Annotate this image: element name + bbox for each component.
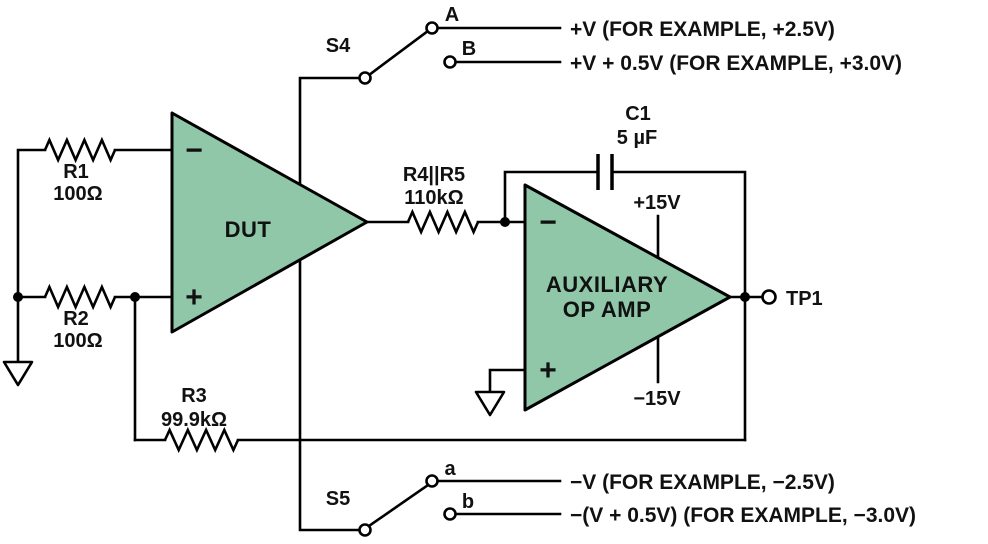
dut-noninverting-sign: +	[185, 281, 203, 314]
s4-blade	[367, 29, 430, 77]
s4-pole-terminal	[358, 71, 372, 85]
resistor-r4r5	[406, 208, 480, 236]
r3-name-label: R3	[181, 385, 207, 407]
resistor-r1	[43, 136, 117, 164]
junction-dot	[500, 217, 510, 227]
s4-label: S4	[326, 35, 351, 57]
tp1-terminal	[761, 289, 777, 305]
junction-dot	[13, 292, 23, 302]
s5-blade	[367, 483, 430, 528]
r3-value-label: 99.9kΩ	[161, 409, 227, 431]
s5-contact-b-terminal	[443, 507, 457, 521]
s5-contact-a-terminal	[425, 474, 439, 488]
rail-negative-a-text: −V (FOR EXAMPLE, −2.5V)	[570, 471, 835, 494]
rail-negative-b-text: −(V + 0.5V) (FOR EXAMPLE, −3.0V)	[570, 504, 916, 527]
c1-name-label: C1	[625, 103, 651, 125]
s4-contact-b-label: B	[462, 38, 476, 60]
aux-label-line2: OP AMP	[563, 297, 652, 322]
s5-supply-feed-wire	[298, 256, 361, 532]
rail-positive-a-text: +V (FOR EXAMPLE, +2.5V)	[570, 18, 835, 41]
c1-feedback-loop-wire	[503, 170, 747, 442]
s4-contact-b-terminal	[443, 55, 457, 69]
tp1-label: TP1	[786, 288, 823, 310]
capacitor-c1-plates	[596, 154, 614, 190]
resistor-r2	[43, 283, 117, 311]
r4r5-value-label: 110kΩ	[404, 187, 463, 209]
r1-name-label: R1	[63, 161, 89, 183]
junction-dot	[740, 292, 750, 302]
aux-inverting-sign: −	[539, 206, 557, 239]
aux-opamp-body	[523, 183, 732, 412]
s5-contact-a-label: a	[444, 458, 456, 480]
s4-contact-a-label: A	[445, 4, 459, 26]
aux-ground-icon	[474, 390, 506, 417]
dut-opamp-body	[170, 111, 369, 334]
r1-value-label: 100Ω	[53, 183, 102, 205]
dut-label: DUT	[225, 217, 272, 242]
rail-wires	[436, 26, 562, 516]
r2-value-label: 100Ω	[53, 330, 102, 352]
input-network-wires	[16, 148, 174, 442]
aux-negative-supply-label: −15V	[633, 388, 681, 410]
dut-inverting-sign: −	[185, 134, 203, 167]
r4r5-name-label: R4||R5	[403, 164, 465, 186]
aux-positive-supply-label: +15V	[633, 192, 681, 214]
junction-dot	[130, 292, 140, 302]
aux-ground-wire	[488, 368, 527, 394]
s4-supply-feed-wire	[298, 76, 361, 188]
input-ground-icon	[2, 360, 34, 387]
r2-name-label: R2	[63, 308, 89, 330]
resistor-r3	[163, 426, 240, 454]
c1-value-label: 5 µF	[617, 127, 657, 149]
aux-label-line1: AUXILIARY	[546, 272, 668, 297]
s5-pole-terminal	[358, 523, 372, 537]
s5-label: S5	[326, 488, 350, 510]
s5-contact-b-label: b	[462, 491, 474, 513]
aux-noninverting-sign: +	[539, 354, 557, 387]
rail-positive-b-text: +V + 0.5V (FOR EXAMPLE, +3.0V)	[570, 52, 902, 75]
s4-contact-a-terminal	[425, 21, 439, 35]
